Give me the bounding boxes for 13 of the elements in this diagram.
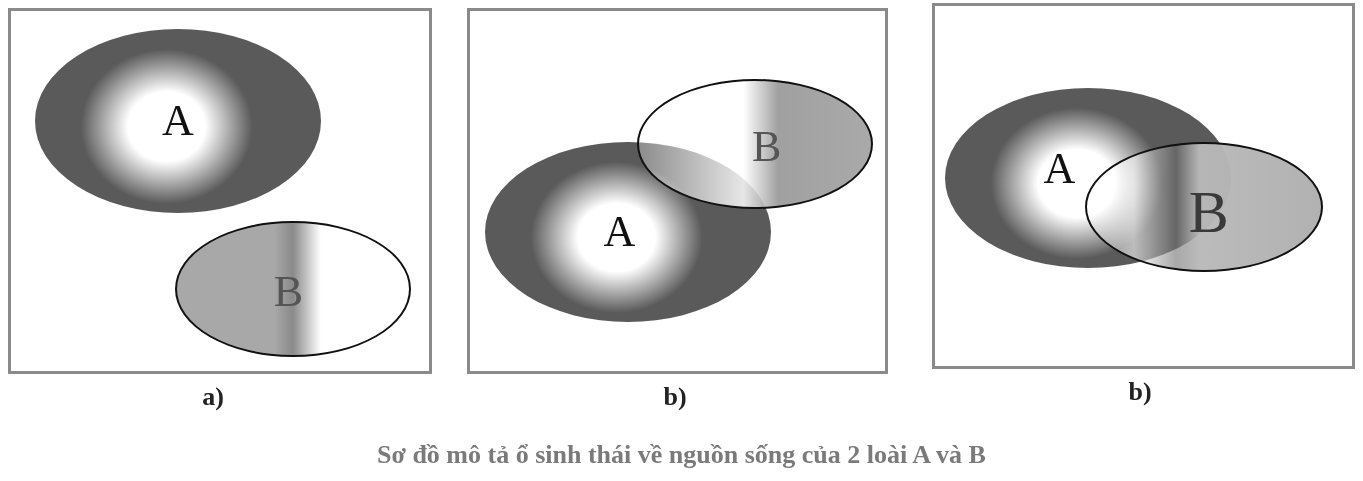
species-label: A — [162, 99, 194, 143]
panel-label: b) — [663, 382, 687, 412]
species-label: A — [603, 210, 636, 254]
panel-frame — [467, 8, 888, 374]
species-label: A — [1043, 147, 1076, 191]
species-label: B — [751, 124, 782, 169]
species-label: B — [1188, 182, 1229, 243]
panel-label: b) — [1128, 377, 1152, 407]
species-label: B — [273, 269, 304, 314]
panel-frame — [8, 8, 432, 374]
panel-label: a) — [202, 382, 224, 412]
panel-frame — [932, 3, 1355, 369]
caption: Sơ đồ mô tả ổ sinh thái về nguồn sống của 2 loài A và B — [376, 440, 987, 470]
